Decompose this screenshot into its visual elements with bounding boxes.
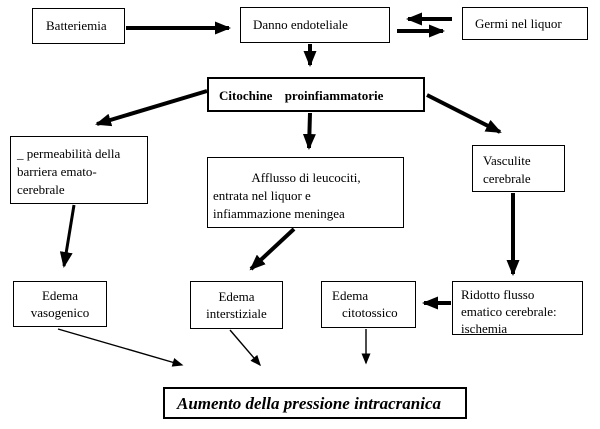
arrow-citochine-to-permeabilita <box>95 89 208 127</box>
node-germi-nel-liquor: Germi nel liquor <box>462 7 588 40</box>
node-label: infiammazione meningea <box>213 206 345 221</box>
node-label: Aumento della pressione intracranica <box>177 394 441 413</box>
arrow-vasogenico-to-aumento <box>57 328 184 367</box>
node-label: ischemia <box>461 321 508 336</box>
arrow-afflusso-to-interstiziale <box>249 227 296 271</box>
node-label: Citochine proinfiammatorie <box>219 88 384 103</box>
node-label: Edema <box>332 288 369 303</box>
node-label: ematico cerebrale: <box>461 304 557 319</box>
node-label: interstiziale <box>206 306 267 321</box>
node-label: Danno endoteliale <box>253 17 348 32</box>
node-label: vasogenico <box>30 305 90 320</box>
node-permeabilita-barriera: _ permeabilità della barriera emato- cer… <box>10 136 148 204</box>
node-afflusso-leucociti: Afflusso di leucociti, entrata nel liquo… <box>207 157 404 228</box>
node-label: Edema <box>41 288 79 303</box>
node-citochine-proinfiammatorie: Citochine proinfiammatorie <box>207 77 425 112</box>
node-label: entrata nel liquor e <box>213 188 311 203</box>
node-label: _ permeabilità della <box>17 146 121 161</box>
node-danno-endoteliale: Danno endoteliale <box>240 7 390 43</box>
node-label: cerebrale <box>483 171 531 186</box>
node-label: cerebrale <box>17 182 65 197</box>
arrow-permeabilita-to-vasogenico <box>59 204 76 268</box>
node-batteriemia: Batteriemia <box>32 8 125 44</box>
node-label: citotossico <box>342 305 398 320</box>
node-aumento-pressione: Aumento della pressione intracranica <box>163 387 467 419</box>
node-label: barriera emato- <box>17 164 97 179</box>
node-label: Afflusso di leucociti, <box>251 170 361 185</box>
node-edema-citotossico: Edema citotossico <box>321 281 416 328</box>
node-label: Batteriemia <box>46 18 107 33</box>
node-label: Germi nel liquor <box>475 16 562 31</box>
arrow-citochine-to-afflusso <box>302 112 316 150</box>
node-edema-interstiziale: Edema interstiziale <box>190 281 283 329</box>
arrow-interstiziale-to-aumento <box>229 329 261 367</box>
node-label: Vasculite <box>483 153 531 168</box>
node-label: Ridotto flusso <box>461 287 535 302</box>
arrow-citochine-to-vasculite <box>426 93 502 134</box>
node-label: Edema <box>218 289 255 304</box>
node-edema-vasogenico: Edema vasogenico <box>13 281 107 327</box>
node-ridotto-flusso: Ridotto flusso ematico cerebrale: ischem… <box>452 281 583 336</box>
node-vasculite-cerebrale: Vasculite cerebrale <box>472 145 565 192</box>
